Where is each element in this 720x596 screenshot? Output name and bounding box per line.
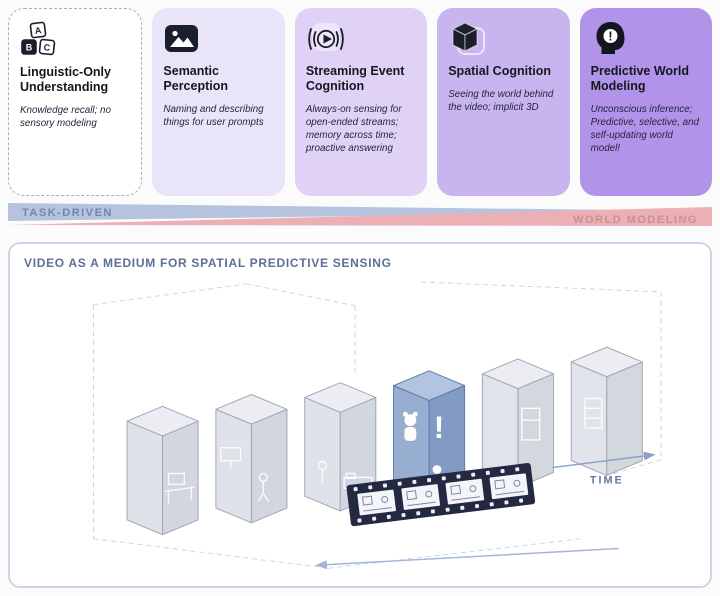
room-boxes-right <box>481 346 643 488</box>
room-sketches-right <box>521 397 603 441</box>
svg-text:C: C <box>43 42 51 53</box>
card-description: Knowledge recall; no sensory modeling <box>20 104 111 129</box>
film-strip <box>346 463 536 527</box>
panel-title: VIDEO AS A MEDIUM FOR SPATIAL PREDICTIVE… <box>24 256 392 270</box>
card-description: Always-on sensing for open-ended streams… <box>305 103 402 155</box>
room-box-1 <box>126 405 199 536</box>
highlighted-room-box <box>393 370 466 500</box>
video-panel: VIDEO AS A MEDIUM FOR SPATIAL PREDICTIVE… <box>8 242 712 588</box>
room-boxes <box>126 382 377 536</box>
card-semantic-perception: Semantic Perception Naming and describin… <box>152 8 285 196</box>
cube-icon <box>448 20 558 62</box>
head-alert-icon: ! <box>591 20 701 62</box>
card-streaming-event: Streaming Event Cognition Always-on sens… <box>294 8 428 196</box>
card-predictive-world-modeling: ! Predictive World Modeling Unconscious … <box>579 8 713 196</box>
task-driven-label: TASK-DRIVEN <box>22 207 113 219</box>
spectrum-band: TASK-DRIVEN WORLD MODELING <box>8 202 712 232</box>
card-title: Streaming Event Cognition <box>305 64 405 93</box>
room-box-2 <box>215 394 288 524</box>
construction-lines <box>92 281 662 569</box>
capability-cards: A B C Linguistic-Only Understanding Know… <box>8 8 713 196</box>
room-box-5 <box>481 358 554 488</box>
card-description: Unconscious inference; Predictive, selec… <box>590 103 699 155</box>
card-title: Predictive World Modeling <box>590 64 690 93</box>
card-title: Spatial Cognition <box>448 64 551 78</box>
svg-text:!: ! <box>608 30 612 44</box>
card-title: Linguistic-Only Understanding <box>20 65 111 94</box>
time-label: TIME <box>590 474 624 486</box>
card-linguistic-only: A B C Linguistic-Only Understanding Know… <box>8 8 143 196</box>
isometric-scene: ! <box>92 281 662 570</box>
world-modeling-wedge <box>8 207 712 226</box>
card-description: Naming and describing things for user pr… <box>163 103 264 128</box>
spectrum-wedges <box>8 203 712 226</box>
alert-exclamation: ! <box>434 409 445 445</box>
room-box-6 <box>570 346 643 476</box>
time-arrow: TIME <box>552 451 656 486</box>
rewind-arrow <box>315 547 619 570</box>
photo-icon <box>163 20 273 62</box>
streaming-play-icon <box>306 20 416 62</box>
world-modeling-label: WORLD MODELING <box>573 214 698 226</box>
abc-blocks-icon: A B C <box>20 21 130 63</box>
svg-text:A: A <box>34 25 42 36</box>
card-spatial-cognition: Spatial Cognition Seeing the world behin… <box>437 8 570 196</box>
card-title: Semantic Perception <box>163 64 229 93</box>
card-description: Seeing the world behind the video; impli… <box>448 88 554 113</box>
svg-text:B: B <box>26 43 33 53</box>
task-driven-wedge <box>8 203 712 221</box>
room-box-3 <box>304 382 377 512</box>
